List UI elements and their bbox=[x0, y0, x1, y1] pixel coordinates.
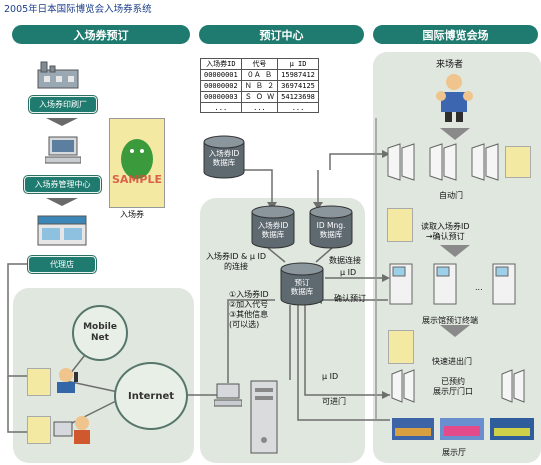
server-icon bbox=[250, 380, 278, 454]
can-enter-label: 可进门 bbox=[322, 397, 346, 406]
auto-gate-label: 自动门 bbox=[439, 191, 463, 200]
pc-user-icon bbox=[52, 414, 94, 446]
arrow-down-icon bbox=[46, 198, 78, 206]
pavilion-terminals bbox=[388, 262, 533, 306]
terminal-label: 展示馆预订终端 bbox=[422, 316, 478, 325]
ticket-id-db: 入场券ID 数据库 bbox=[251, 205, 295, 249]
visitor-family-icon bbox=[431, 72, 477, 122]
internet-circle: Internet bbox=[114, 362, 188, 430]
table-header: 入场券ID bbox=[200, 58, 242, 70]
factory-icon bbox=[36, 60, 80, 90]
booking-db: 预订 数据库 bbox=[280, 262, 324, 306]
hall-label: 展示厅 bbox=[442, 448, 466, 457]
table-header: 代号 bbox=[240, 58, 279, 70]
read-id-label: 读取入场券ID →确认预订 bbox=[421, 222, 470, 241]
ticket-thumb bbox=[27, 416, 51, 444]
data-link-label: 数据连接 bbox=[329, 256, 361, 265]
agent-shop-box: 代理店 bbox=[28, 256, 96, 273]
dots-label: ... bbox=[475, 283, 483, 292]
phone-user-icon bbox=[52, 366, 84, 394]
booked-gate-label: 已预约 展示厅门口 bbox=[433, 377, 473, 396]
visitor-label: 来场者 bbox=[436, 60, 464, 70]
table-row: ......... bbox=[200, 102, 319, 113]
ticket-manager-box: 入场券管理中心 bbox=[24, 176, 101, 193]
line-pc-booking bbox=[227, 299, 275, 383]
table-header: μ ID bbox=[277, 58, 319, 70]
auto-gate-row bbox=[386, 142, 504, 182]
ticket-thumb bbox=[505, 146, 531, 178]
ticket-printer-box: 入场券印刷厂 bbox=[29, 96, 97, 113]
arrow-down-icon bbox=[46, 118, 78, 126]
ticket-thumb bbox=[27, 368, 51, 396]
computer-icon bbox=[44, 136, 82, 164]
uid-label-1: μ ID bbox=[340, 268, 357, 277]
steps-label: ①入场券ID ②加入代号 ③其他信息 (可以选) bbox=[229, 290, 269, 329]
confirm-booking-label: 确认预订 bbox=[334, 294, 366, 303]
ticket-thumb bbox=[388, 330, 414, 364]
ticket-thumb bbox=[387, 208, 413, 242]
line-agent-mobile bbox=[7, 263, 28, 377]
fast-gate-label: 快速进出门 bbox=[432, 357, 472, 366]
header-ticket-booking: 入场券预订 bbox=[12, 25, 190, 44]
uid-label-2: μ ID bbox=[322, 372, 339, 381]
line-agent-pc bbox=[7, 376, 27, 433]
id-mng-db: ID Mng. 数据库 bbox=[309, 205, 353, 249]
link-label: 入场券ID & μ ID 的连接 bbox=[206, 252, 266, 271]
header-booking-center: 预订中心 bbox=[199, 25, 364, 44]
mobile-net-circle: Mobile Net bbox=[72, 305, 128, 361]
fast-gate-row bbox=[390, 368, 530, 404]
ticket-sample-image: SAMPLE bbox=[109, 118, 165, 208]
header-expo-venue: 国际博览会场 bbox=[373, 25, 538, 44]
ticket-caption: 入场券 bbox=[120, 210, 144, 219]
exhibition-hall-image bbox=[392, 416, 536, 442]
shop-icon bbox=[37, 214, 87, 246]
terminal-pc-icon bbox=[213, 383, 243, 407]
page-title: 2005年日本国际博览会入场券系统 bbox=[4, 4, 152, 15]
ticket-id-db-top: 入场券ID 数据库 bbox=[203, 135, 245, 179]
